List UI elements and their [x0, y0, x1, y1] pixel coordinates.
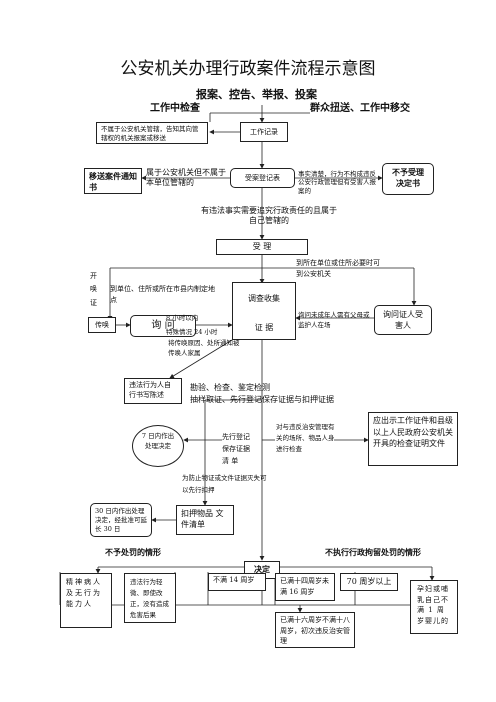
investigate-label: 调查收集 [248, 294, 280, 303]
work-record-box: 工作记录 [240, 122, 288, 142]
minor-guardian-text: 询问未成年人需有父母或监护人在场 [298, 311, 370, 330]
no-penalty-heading: 不予处罚的情形 [105, 548, 161, 557]
label-mass-transfer: 群众扭送、工作中移交 [310, 103, 410, 114]
inspect-text: 勘验、检查、鉴定检测 抽样取证、先行登记保存证据与扣押证据 [190, 383, 334, 404]
seized-list-box: 扣押物品 文件清单 [176, 505, 234, 535]
case-register-box: 受案登记表 [230, 168, 295, 188]
accept-box: 受 理 [216, 239, 308, 255]
seven-days-box: 7 日内作出处理决定 [132, 425, 184, 467]
no-accept-decision-box: 不予受理决定书 [382, 163, 434, 195]
age-16-18-box: 已满十六周岁不满十八周岁，初次违反治安管理 [275, 612, 355, 648]
under-14-box: 不满 14 周岁 [208, 573, 266, 591]
search-places-text: 对与违反治安管理有关的场所、物品人身进行检查 [276, 423, 335, 454]
transfer-notice-box: 移送案件通知书 [84, 168, 142, 194]
no-detention-heading: 不执行行政拘留处罚的情形 [325, 548, 421, 557]
not-violation-text: 事实清楚，行为不构成违反公安行政管理但有受害人报案的 [298, 170, 376, 195]
not-jurisdiction-note: 不属于公安机关管辖，告知其向管辖权的机关报案或移送 [96, 122, 208, 144]
page-title: 公安机关办理行政案件流程示意图 [120, 59, 376, 79]
report-sources: 报案、控告、举报、投案 [196, 88, 317, 101]
need-investigate-text: 有违法事实需要追究行政责任的且属于自己管辖的 [201, 206, 337, 226]
inquire-victim-box: 询问证人受害人 [374, 305, 432, 335]
inquiry-box: 询 问 [130, 315, 196, 337]
show-cert-box: 应出示工作证件和县级以上人民政府公安机关开具的检查证明文件 [368, 412, 458, 466]
self-write-box: 违法行为人自行书写陈述 [124, 378, 182, 404]
notify-family-text: 将传唤原因、处所通知被传唤人家属 [168, 339, 240, 358]
minor-offense-box: 违法行为轻微、即使改正，没有造成危害后果 [124, 573, 176, 623]
summon-box: 传唤 [88, 317, 116, 333]
label-work-inspection: 工作中检查 [150, 103, 200, 114]
at-unit-left-text: 到单位、住所或所在市县内制定地点 [110, 285, 215, 305]
mental-ill-box: 精神病人及无行为能力人 [60, 573, 112, 628]
preserve-list-text: 先行登记 保存证据 清 单 [222, 433, 250, 465]
evidence-label: 证 据 [254, 323, 274, 332]
within-8h-text: 8 小时以内 特殊情况 24 小时 [166, 314, 218, 336]
prevent-destroy-text: 为防止物证或文件证据灭失可以先行扣押 [182, 474, 267, 494]
at-unit-right-text: 到所在单位或住所必要时可到公安机关 [296, 259, 380, 279]
thirty-days-box: 30 日内作出处理决定，经批准可延长 30 日 [90, 503, 152, 537]
investigate-box: 调查收集 证 据 [232, 282, 296, 340]
summon-side-label: 开 唤 证 [90, 272, 97, 307]
over-70-box: 70 周岁以上 [340, 573, 398, 591]
belongs-other-unit-text: 属于公安机关但不属于本单位管辖的 [146, 168, 226, 188]
pregnant-box: 孕妇或哺乳自己不满 1 周岁婴儿的 [410, 580, 458, 634]
age-14-16-box: 已满十四周岁未满 16 周岁 [275, 573, 335, 601]
